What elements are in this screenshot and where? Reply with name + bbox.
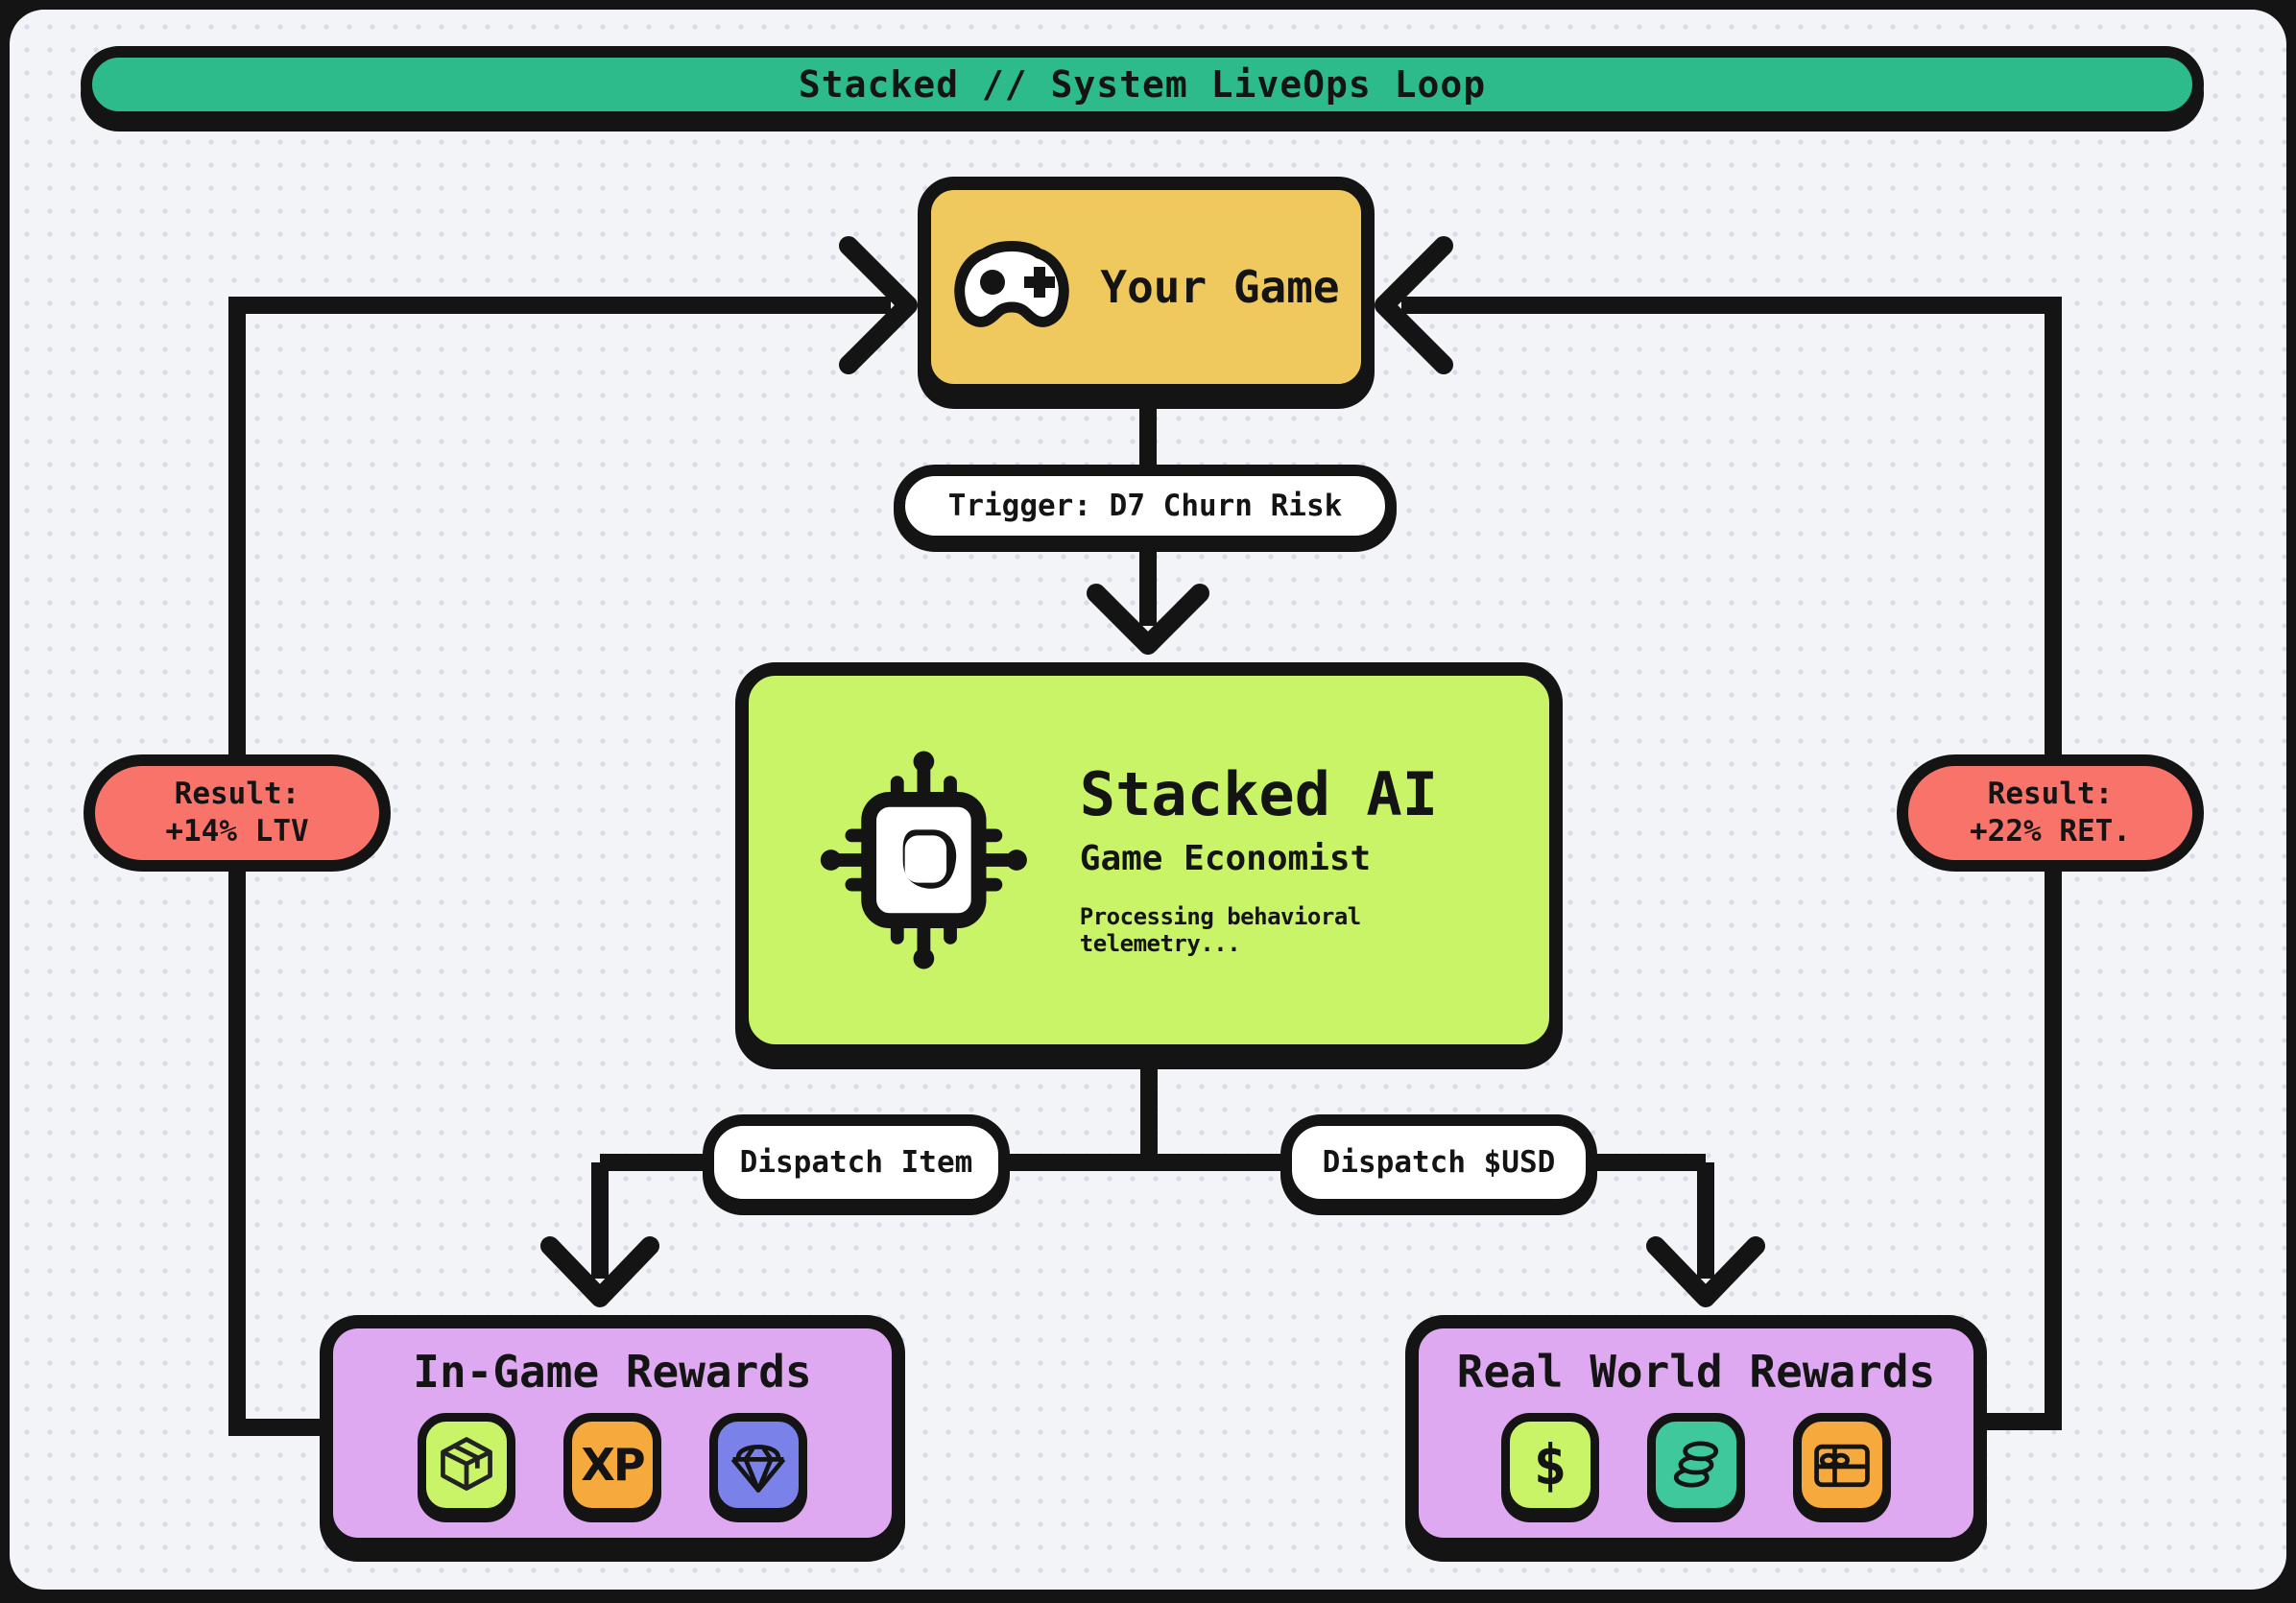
arrowhead-into-game-left <box>839 236 918 374</box>
diagram-title: Stacked // System LiveOps Loop <box>798 63 1487 106</box>
gift-card-icon <box>1814 1444 1870 1488</box>
arrowhead-into-ingame <box>540 1236 659 1307</box>
coins-tile <box>1647 1413 1745 1517</box>
arrowhead-into-ai <box>1087 584 1209 655</box>
xp-tile: XP <box>563 1413 661 1517</box>
result-ltv-value: +14% LTV <box>165 814 309 849</box>
your-game-node: Your Game <box>918 177 1375 397</box>
result-ltv-pill: Result: +14% LTV <box>84 754 391 872</box>
arrowhead-into-realworld <box>1646 1236 1765 1307</box>
dispatch-item-label: Dispatch Item <box>739 1145 973 1180</box>
real-world-rewards-node: Real World Rewards $ <box>1405 1315 1987 1551</box>
xp-badge: XP <box>581 1439 645 1491</box>
stacked-ai-node: Stacked AI Game Economist Processing beh… <box>735 662 1563 1058</box>
stacked-ai-role: Game Economist <box>1079 839 1372 879</box>
result-ret-prefix: Result: <box>1987 777 2114 812</box>
trigger-pill: Trigger: D7 Churn Risk <box>894 465 1397 547</box>
gem-tile <box>709 1413 807 1517</box>
ai-chip-icon <box>820 751 1027 969</box>
trigger-label: Trigger: D7 Churn Risk <box>947 489 1343 523</box>
dispatch-usd-pill: Dispatch $USD <box>1280 1114 1597 1210</box>
stacked-ai-title: Stacked AI <box>1079 758 1439 829</box>
your-game-label: Your Game <box>1100 261 1340 313</box>
package-icon <box>441 1437 492 1491</box>
coins-icon <box>1673 1441 1719 1488</box>
package-tile <box>418 1413 515 1517</box>
dollar-badge: $ <box>1533 1432 1567 1497</box>
dispatch-item-pill: Dispatch Item <box>703 1114 1010 1210</box>
stacked-ai-text: Stacked AI Game Economist Processing beh… <box>1080 763 1511 957</box>
arrowhead-into-game-right <box>1375 236 1453 374</box>
in-game-rewards-title: In-Game Rewards <box>413 1346 812 1398</box>
result-ret-value: +22% RET. <box>1970 814 2131 849</box>
result-ret-pill: Result: +22% RET. <box>1897 754 2204 872</box>
diagram-title-bar: Stacked // System LiveOps Loop <box>81 46 2204 123</box>
dispatch-usd-label: Dispatch $USD <box>1322 1145 1556 1180</box>
real-world-reward-tiles: $ <box>1501 1413 1891 1517</box>
in-game-reward-tiles: XP <box>418 1413 807 1517</box>
gamepad-icon <box>954 241 1070 327</box>
stacked-ai-status: Processing behavioral telemetry... <box>1079 903 1361 958</box>
gift-card-tile <box>1793 1413 1891 1517</box>
in-game-rewards-node: In-Game Rewards XP <box>320 1315 905 1551</box>
real-world-rewards-title: Real World Rewards <box>1456 1346 1936 1398</box>
result-ltv-prefix: Result: <box>174 777 300 812</box>
gem-icon <box>730 1445 786 1493</box>
dollar-tile: $ <box>1501 1413 1599 1517</box>
